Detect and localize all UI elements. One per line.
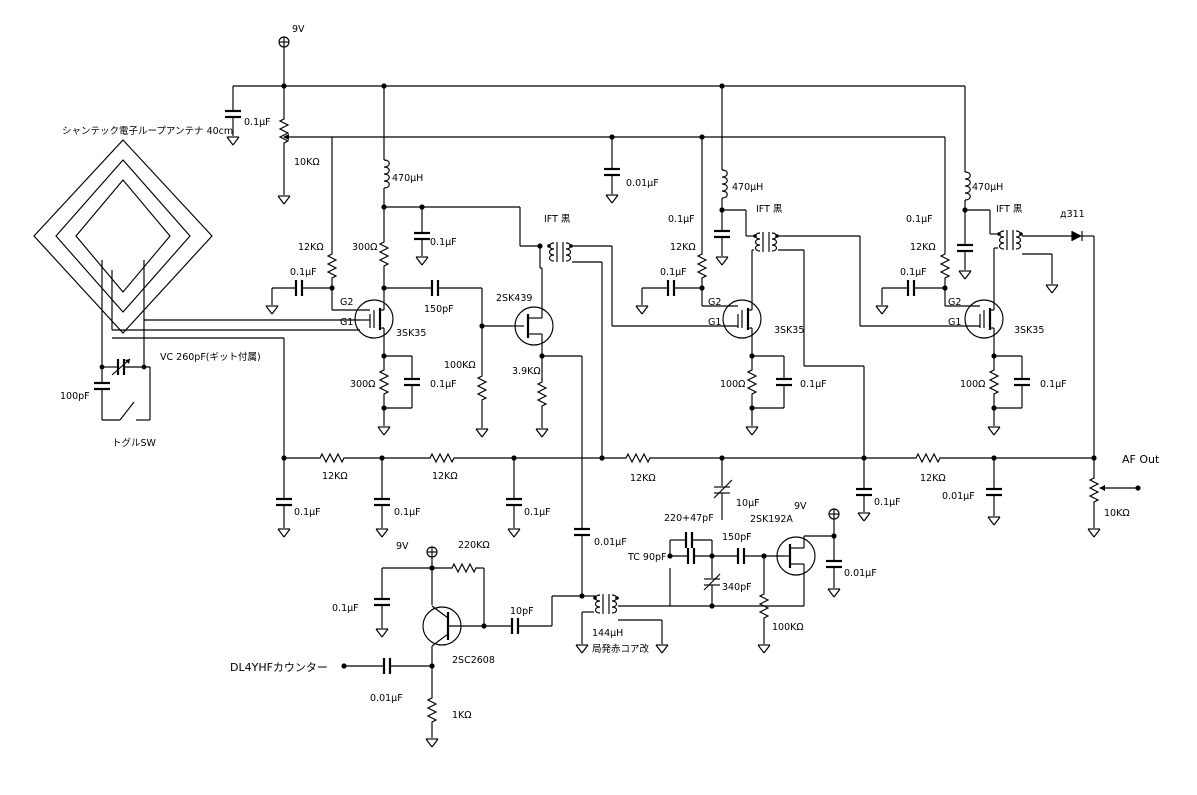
label-ift3: IFT 黒 xyxy=(996,204,1023,215)
local-oscillator xyxy=(575,508,844,654)
supply-9v-icon xyxy=(278,36,290,48)
label-agc-c4: 0.1μF xyxy=(874,497,901,508)
label-c-supply2: 0.1μF xyxy=(668,214,695,225)
label-c-g2-2: 0.1μF xyxy=(660,267,687,278)
label-mosfet3: 3SK35 xyxy=(1014,325,1044,336)
label-r-gate1: 100KΩ xyxy=(444,360,476,371)
label-choke2: 470μH xyxy=(732,182,763,193)
af-out-terminal[interactable] xyxy=(1135,485,1141,491)
label-g1-1: G1 xyxy=(340,317,353,328)
counter-buffer xyxy=(341,546,582,748)
label-osc-cvar: 340pF xyxy=(722,582,752,593)
label-c-source1: 0.1μF xyxy=(430,379,457,390)
counter-output-label: DL4YHFカウンター xyxy=(230,661,328,674)
label-r-supply: 10KΩ xyxy=(294,157,320,168)
counter-output-terminal[interactable] xyxy=(341,663,347,669)
label-g2-3: G2 xyxy=(948,297,961,308)
stage2-mosfet-icon xyxy=(721,292,763,346)
stage2-if-amp xyxy=(635,86,960,458)
label-agc-r4: 12KΩ xyxy=(920,473,946,484)
label-c-g2-1: 0.1μF xyxy=(290,267,317,278)
label-osc-tc: TC 90pF xyxy=(627,552,666,563)
osc-fet-icon xyxy=(776,536,816,576)
label-c-decouple1: 0.1μF xyxy=(430,237,457,248)
label-g2-1: G2 xyxy=(340,297,353,308)
label-pot: 10KΩ xyxy=(1104,508,1130,519)
label-agc-c1: 0.1μF xyxy=(294,507,321,518)
label-mosfet1: 3SK35 xyxy=(396,328,426,339)
tuning-network xyxy=(92,340,151,421)
label-choke3: 470μH xyxy=(972,182,1003,193)
label-g2-2: G2 xyxy=(708,297,721,308)
stage1-mosfet-icon xyxy=(353,292,395,346)
af-out-label: AF Out xyxy=(1122,453,1160,466)
label-osc-coil: 144μH xyxy=(592,628,623,639)
buffer-stage xyxy=(512,207,720,596)
label-agc-r1: 12KΩ xyxy=(322,471,348,482)
label-buffer-r: 3.9KΩ xyxy=(512,366,541,377)
supply-rail xyxy=(223,36,966,250)
label-cnt-supply: 9V xyxy=(396,541,409,552)
antenna-title: シャンテック電子ループアンテナ 40cm xyxy=(62,126,233,137)
osc-coil-icon xyxy=(592,593,620,615)
label-c-source3: 0.1μF xyxy=(1040,379,1067,390)
label-r-source3: 100Ω xyxy=(960,379,985,390)
supply-label: 9V xyxy=(292,24,305,35)
label-cnt-cout: 0.01μF xyxy=(370,693,403,704)
vc-label: VC 260pF(ギット付属) xyxy=(160,352,261,363)
label-buffer-fet: 2SK439 xyxy=(496,293,532,304)
labels: 9V シャンテック電子ループアンテナ 40cm VC 260pF(ギット付属) … xyxy=(60,24,1160,721)
label-r-g2-2: 12KΩ xyxy=(670,242,696,253)
label-choke1: 470μH xyxy=(392,173,423,184)
label-osc-coilnote: 局発赤コア改 xyxy=(592,643,650,655)
label-osc-cfixed: 220+47pF xyxy=(664,513,714,524)
label-agc-c2: 0.1μF xyxy=(394,507,421,518)
label-ift1: IFT 黒 xyxy=(544,214,571,225)
label-ift2: IFT 黒 xyxy=(756,204,783,215)
label-r-source1: 300Ω xyxy=(350,379,375,390)
label-cnt-cbypass: 0.1μF xyxy=(332,603,359,614)
stage1-rf-amp xyxy=(265,86,520,438)
label-agc-clink: 0.01μF xyxy=(594,537,627,548)
label-agc-c3: 0.1μF xyxy=(524,507,551,518)
label-r-drain1: 300Ω xyxy=(352,242,377,253)
label-agc-c5: 0.01μF xyxy=(942,491,975,502)
label-c-source2: 0.1μF xyxy=(800,379,827,390)
label-c-g2-3: 0.1μF xyxy=(900,267,927,278)
toggle-switch-label: トグルSW xyxy=(112,437,157,449)
label-agc-r2: 12KΩ xyxy=(432,471,458,482)
label-agc-cvar: 10μF xyxy=(736,498,760,509)
stage3-mosfet-icon xyxy=(963,292,1005,346)
label-diode: д311 xyxy=(1060,209,1085,220)
label-agc-r3: 12KΩ xyxy=(630,473,656,484)
label-cnt-rbias: 220KΩ xyxy=(458,540,490,551)
agc-bus xyxy=(274,338,1141,538)
label-c-coupling: 150pF xyxy=(424,304,454,315)
label-osc-ccouple: 150pF xyxy=(722,532,752,543)
label-g1-3: G1 xyxy=(948,317,961,328)
stage3-if-amp xyxy=(875,171,1095,474)
label-r-g2-1: 12KΩ xyxy=(298,242,324,253)
loop-antenna-icon xyxy=(33,139,360,340)
label-cnt-transistor: 2SC2608 xyxy=(452,655,495,666)
label-cnt-remitter: 1KΩ xyxy=(452,710,472,721)
label-bus-c: 0.01μF xyxy=(626,178,659,189)
label-r-source2: 100Ω xyxy=(720,379,745,390)
label-osc-rgate: 100KΩ xyxy=(772,622,804,633)
label-g1-2: G1 xyxy=(708,317,721,328)
label-osc-cbypass: 0.01μF xyxy=(844,568,877,579)
label-mosfet2: 3SK35 xyxy=(774,325,804,336)
tuning-cap-label: 100pF xyxy=(60,391,90,402)
label-r-g2-3: 12KΩ xyxy=(910,242,936,253)
label-c-supply3: 0.1μF xyxy=(906,214,933,225)
label-c-supply: 0.1μF xyxy=(244,117,271,128)
label-osc-fet: 2SK192A xyxy=(750,514,793,525)
label-cnt-cin: 10pF xyxy=(510,606,534,617)
label-osc-supply: 9V xyxy=(794,501,807,512)
